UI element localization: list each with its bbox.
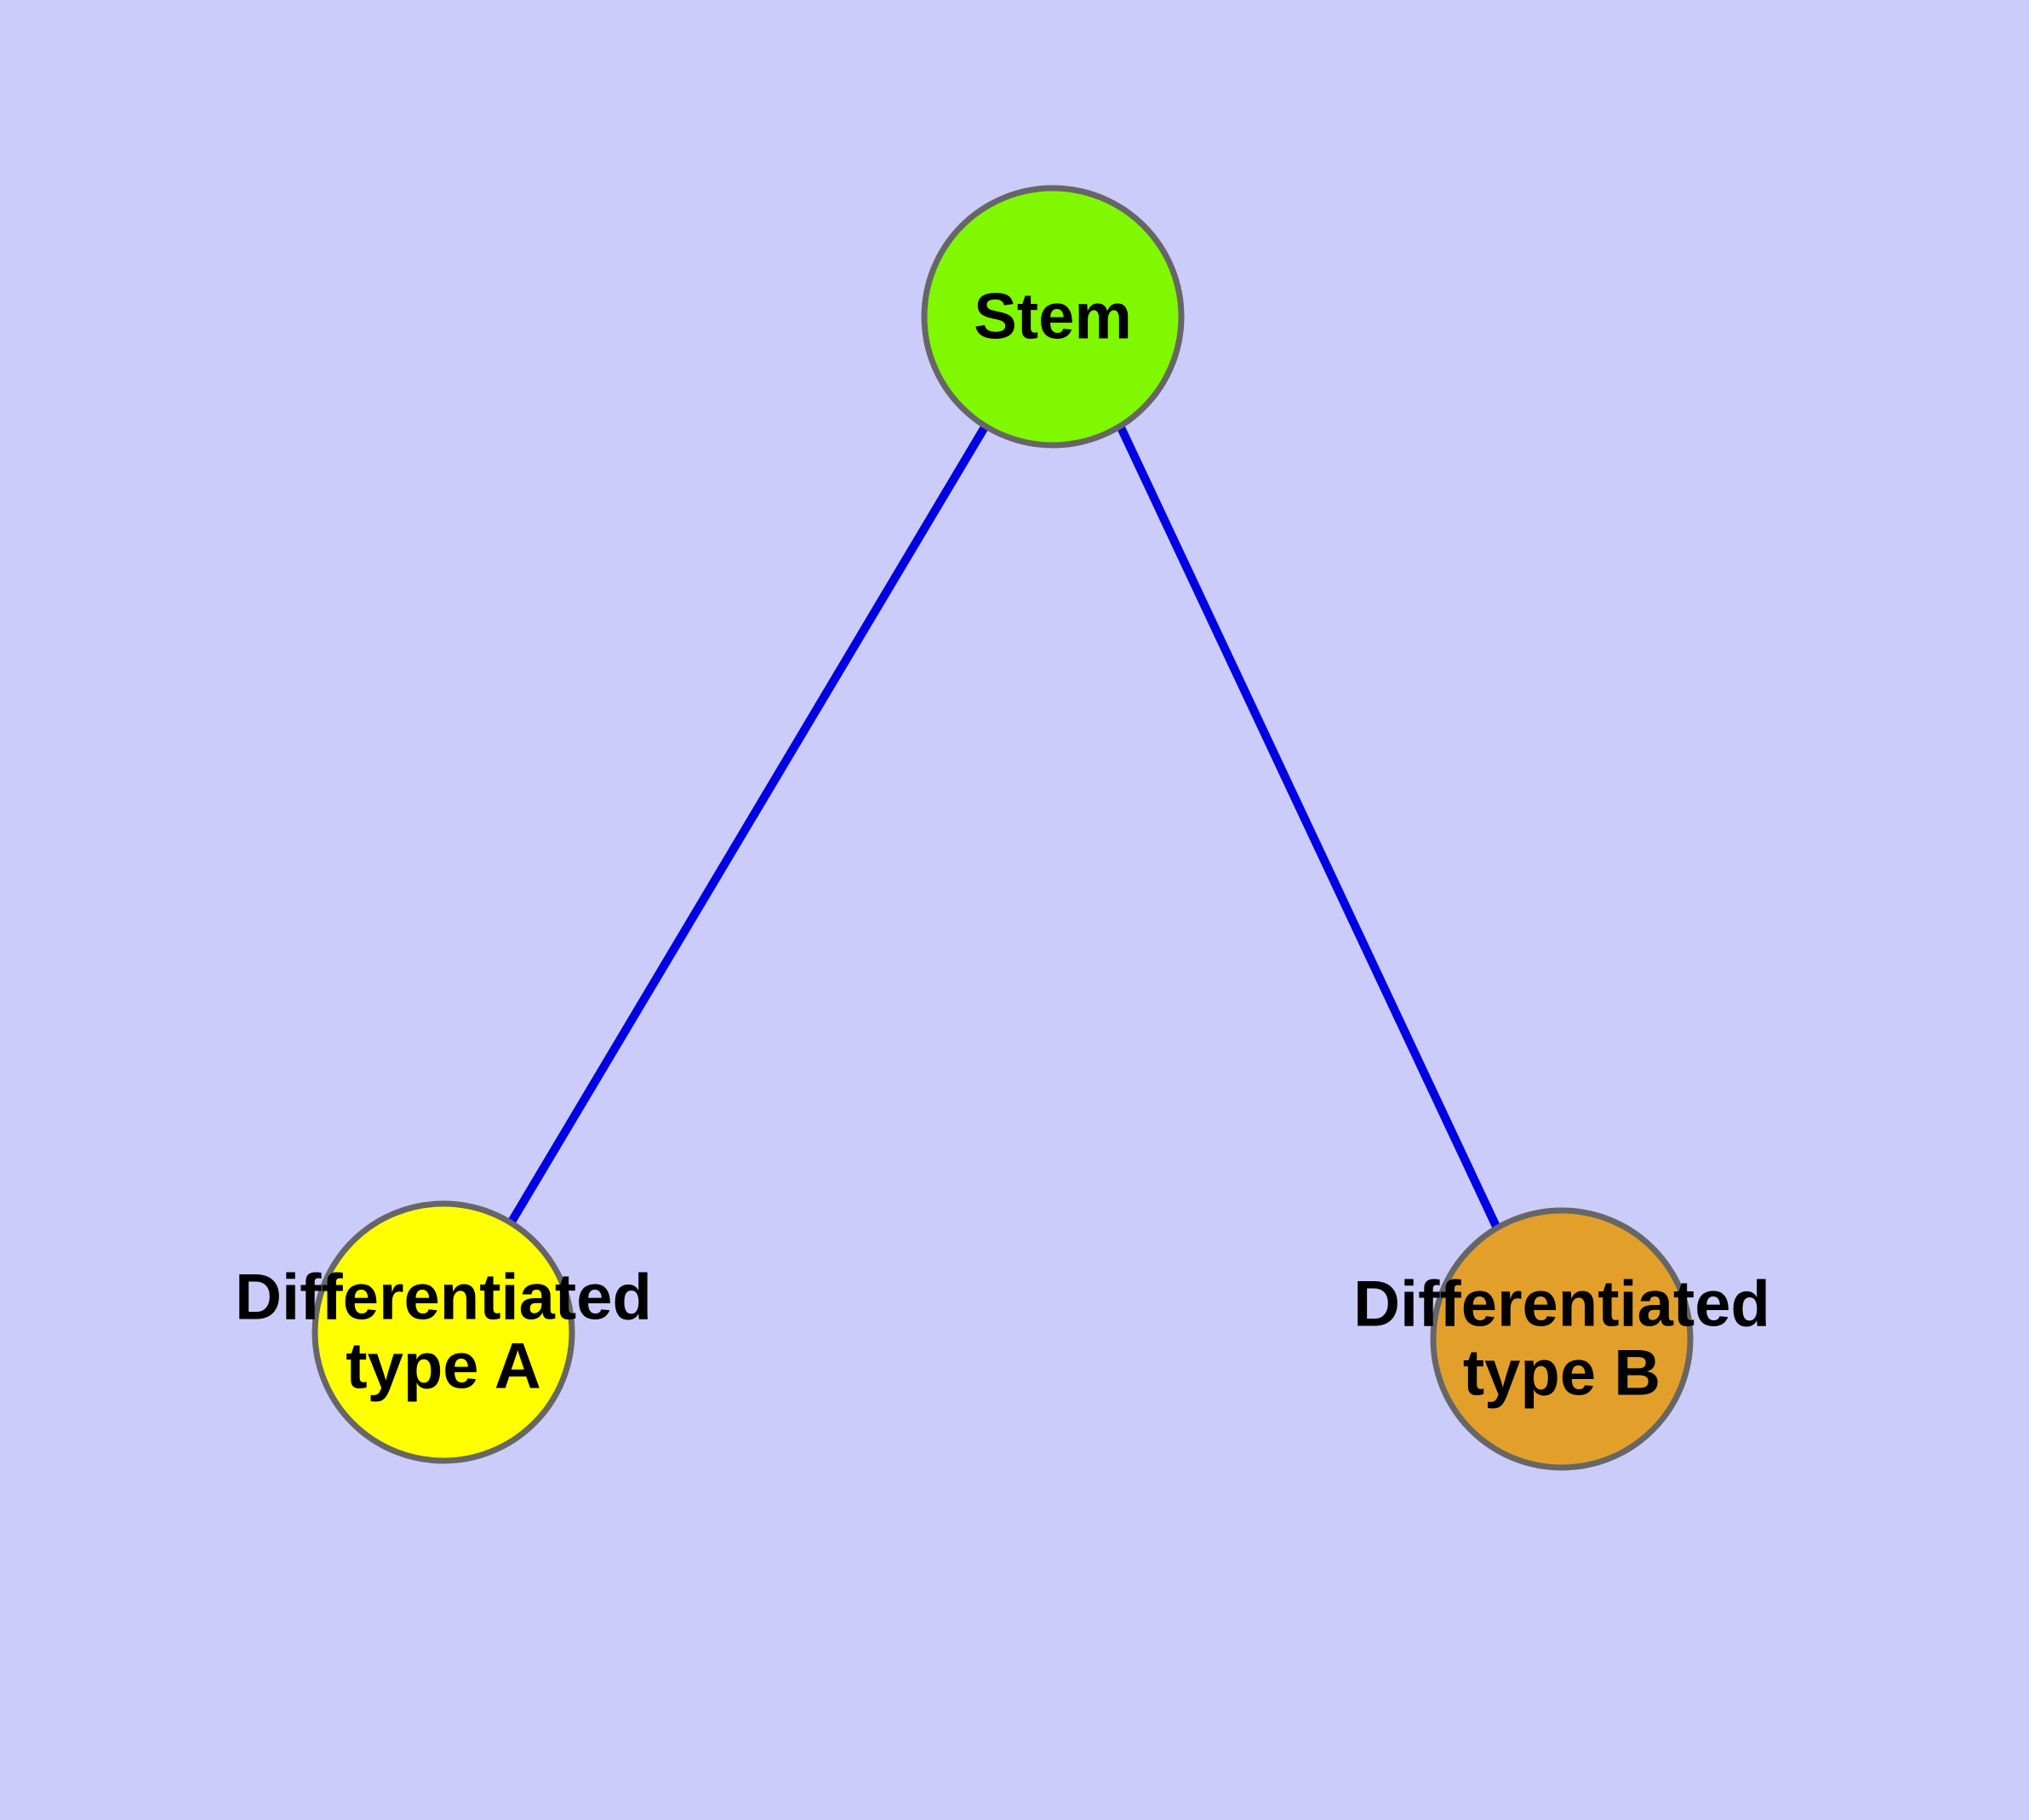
node-diff_b[interactable]	[1430, 1207, 1694, 1471]
edge-stem-to-diff_a	[506, 423, 990, 1226]
nodes-layer	[311, 185, 1694, 1471]
edge-stem-to-diff_b	[1116, 423, 1502, 1233]
node-diff_a[interactable]	[311, 1200, 575, 1464]
node-stem[interactable]	[921, 185, 1185, 449]
edges-layer	[506, 423, 1502, 1233]
